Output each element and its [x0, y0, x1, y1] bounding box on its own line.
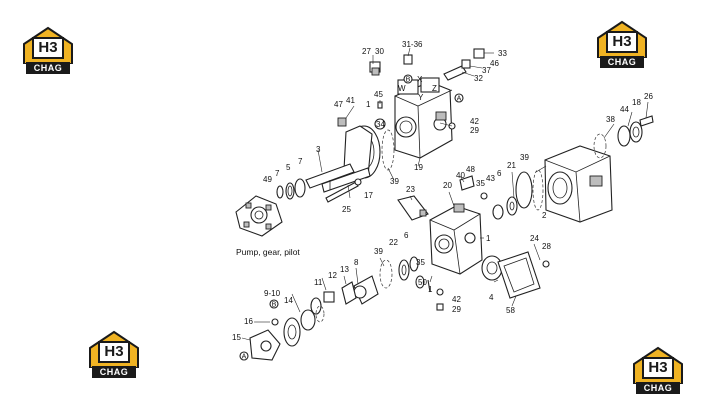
callout-26: 26	[644, 92, 653, 101]
callout-13: 13	[340, 265, 349, 274]
callout-35b: 35	[416, 258, 425, 267]
callout-19: 19	[414, 163, 423, 172]
marker-x: X	[417, 75, 423, 84]
callout-18: 18	[632, 98, 641, 107]
main-housing-upper	[394, 77, 453, 159]
diagram-caption: Pump, gear, pilot	[236, 247, 300, 257]
callout-6a: 6	[497, 169, 502, 178]
callout-39c: 39	[374, 247, 383, 256]
callout-7a: 7	[298, 157, 303, 166]
callout-14: 14	[284, 296, 293, 305]
logo-plate: CHAG	[600, 56, 644, 68]
callout-43: 43	[486, 174, 495, 183]
callout-27: 27	[362, 47, 371, 56]
callout-38a: 38	[606, 115, 615, 124]
callout-2: 2	[542, 211, 547, 220]
callout-32: 32	[474, 74, 483, 83]
callout-1a: 1	[366, 100, 371, 109]
logo-plate: CHAG	[26, 62, 70, 74]
leader-lines	[241, 47, 649, 341]
bolt-25	[325, 178, 362, 203]
callout-labels: 27 30 31-36 33 46 37 32 45 47 41 1 34 42…	[232, 40, 653, 342]
callout-11: 11	[314, 278, 323, 287]
pilot-pump-internals	[310, 256, 425, 315]
callout-20: 20	[443, 181, 452, 190]
marker-b-top: B	[406, 77, 411, 84]
callout-23: 23	[406, 185, 415, 194]
marker-z: Z	[432, 84, 437, 93]
drive-shaft	[305, 163, 371, 193]
circled-markers: B X W Y Z A B A	[239, 74, 464, 361]
callout-45: 45	[374, 90, 383, 99]
logo-mark: H3	[32, 37, 64, 59]
pilot-cover-left	[249, 305, 325, 361]
callout-35a: 35	[476, 179, 485, 188]
callout-31-36: 31-36	[402, 40, 423, 49]
pilot-small-parts	[397, 175, 518, 221]
callout-33: 33	[498, 49, 507, 58]
callout-22: 22	[389, 238, 398, 247]
callout-42a: 42	[470, 117, 479, 126]
callout-44: 44	[620, 105, 629, 114]
callout-28: 28	[542, 242, 551, 251]
callout-16: 16	[244, 317, 253, 326]
logo-plate: CHAG	[636, 382, 680, 394]
callout-7b: 7	[275, 169, 280, 178]
bottom-bolts	[427, 279, 444, 311]
callout-47: 47	[334, 100, 343, 109]
callout-46: 46	[490, 59, 499, 68]
valve-parts-top	[369, 48, 485, 130]
marker-a-top: A	[457, 96, 462, 103]
brand-logo-top-right: H3 CHAG	[596, 20, 648, 72]
seal-rings	[276, 178, 306, 200]
seal-parts-right	[593, 115, 654, 159]
callout-8: 8	[354, 258, 359, 267]
callout-49: 49	[263, 175, 272, 184]
callout-58: 58	[506, 306, 515, 315]
callout-6b: 6	[404, 231, 409, 240]
callout-1b: 1	[486, 234, 491, 243]
logo-mark: H3	[642, 357, 674, 379]
callout-41: 41	[346, 96, 355, 105]
callout-17: 17	[364, 191, 373, 200]
logo-plate: CHAG	[92, 366, 136, 378]
marker-b-bottom: B	[272, 302, 277, 309]
callout-25: 25	[342, 205, 351, 214]
flange-plate	[337, 101, 395, 179]
brand-logo-top-left: H3 CHAG	[22, 26, 74, 78]
callout-39a: 39	[390, 177, 399, 186]
callout-29a: 29	[470, 126, 479, 135]
callout-48: 48	[466, 165, 475, 174]
callout-24: 24	[530, 234, 539, 243]
gear-and-cover	[481, 251, 550, 299]
gear-pump-body	[515, 145, 613, 223]
callout-3: 3	[316, 145, 321, 154]
callout-21: 21	[507, 161, 516, 170]
coupling-left	[235, 195, 283, 237]
callout-4: 4	[489, 293, 494, 302]
marker-a-bottom: A	[242, 354, 247, 361]
callout-1c: 1	[428, 285, 433, 294]
brand-logo-bottom-right: H3 CHAG	[632, 346, 684, 398]
callout-30: 30	[375, 47, 384, 56]
callout-29b: 29	[452, 305, 461, 314]
callout-15: 15	[232, 333, 241, 342]
logo-mark: H3	[98, 341, 130, 363]
brand-logo-bottom-left: H3 CHAG	[88, 330, 140, 382]
pilot-pump-housing	[429, 203, 483, 275]
logo-mark: H3	[606, 31, 638, 53]
callout-50: 50	[418, 278, 427, 287]
marker-y: Y	[418, 93, 424, 102]
callout-9-10: 9-10	[264, 289, 281, 298]
callout-12: 12	[328, 271, 337, 280]
callout-37: 37	[482, 66, 491, 75]
marker-w: W	[398, 84, 406, 93]
callout-5: 5	[286, 163, 291, 172]
callout-39b: 39	[520, 153, 529, 162]
callout-34: 34	[376, 120, 385, 129]
callout-42b: 42	[452, 295, 461, 304]
callout-40: 40	[456, 171, 465, 180]
